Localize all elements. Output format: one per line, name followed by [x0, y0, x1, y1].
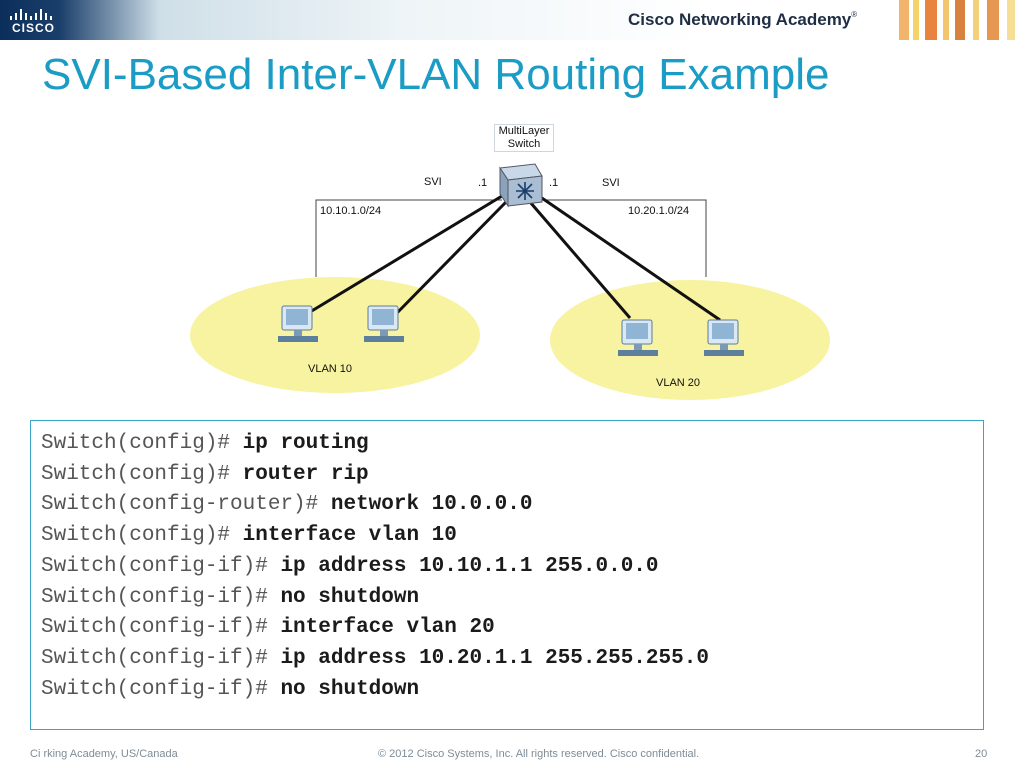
right-subnet-bracket [535, 199, 707, 277]
slide-title: SVI-Based Inter-VLAN Routing Example [42, 50, 830, 99]
config-line: Switch(config)# interface vlan 10 [41, 521, 973, 552]
cisco-wordmark: CISCO [12, 21, 56, 35]
config-line: Switch(config)# ip routing [41, 429, 973, 460]
cli-command: interface vlan 20 [280, 616, 495, 640]
config-line: Switch(config-if)# ip address 10.10.1.1 … [41, 552, 973, 583]
config-line: Switch(config-if)# interface vlan 20 [41, 613, 973, 644]
config-line: Switch(config-router)# network 10.0.0.0 [41, 490, 973, 521]
switch-label: MultiLayer Switch [494, 124, 554, 152]
cli-command: no shutdown [280, 585, 420, 609]
cli-prompt: Switch(config)# [41, 462, 243, 486]
cli-prompt: Switch(config-if)# [41, 646, 281, 670]
cli-command: ip address 10.10.1.1 255.0.0.0 [280, 554, 659, 578]
cli-command: network 10.0.0.0 [330, 493, 533, 517]
brand-mark: ® [851, 10, 858, 19]
cli-command: router rip [242, 462, 369, 486]
cli-prompt: Switch(config-if)# [41, 616, 281, 640]
cli-prompt: Switch(config-if)# [41, 554, 281, 578]
diagram-svg [190, 163, 830, 400]
header-banner: CISCO Cisco Networking Academy® [0, 0, 1024, 40]
left-subnet-bracket [315, 199, 502, 277]
switch-label-line1: MultiLayer [498, 125, 550, 137]
pc-icon [278, 305, 318, 342]
vlan10-area [190, 277, 480, 393]
banner-stripes [895, 0, 1024, 40]
cli-prompt: Switch(config-router)# [41, 493, 331, 517]
cli-command: ip routing [242, 432, 369, 455]
vlan20-label: VLAN 20 [656, 377, 701, 389]
left-svi-label: SVI [424, 176, 442, 188]
page-number: 20 [975, 748, 988, 760]
cli-prompt: Switch(config-if)# [41, 677, 281, 701]
vlan20-area [550, 280, 830, 400]
config-line: Switch(config-if)# ip address 10.20.1.1 … [41, 644, 973, 675]
link-pc2 [393, 200, 508, 317]
cli-command: ip address 10.20.1.1 255.255.255.0 [280, 646, 709, 670]
link-pc4 [535, 192, 721, 322]
network-diagram: MultiLayer Switch SVI .1 .1 SVI 10.10.1.… [190, 120, 840, 420]
link-pc3 [528, 201, 632, 319]
right-subnet-label: 10.20.1.0/24 [628, 205, 690, 217]
config-code-box: Switch(config)# ip routing Switch(config… [30, 420, 984, 730]
cli-prompt: Switch(config-if)# [41, 585, 281, 609]
cisco-logo: CISCO [6, 4, 62, 36]
brand-title: Cisco Networking Academy® [628, 10, 857, 30]
left-subnet-label: 10.10.1.0/24 [320, 205, 382, 217]
footer-copyright: © 2012 Cisco Systems, Inc. All rights re… [378, 748, 700, 760]
config-line: Switch(config)# router rip [41, 460, 973, 491]
cli-prompt: Switch(config)# [41, 432, 243, 455]
switch-label-line2: Switch [507, 138, 541, 150]
right-svi-label: SVI [602, 177, 620, 189]
pc-icon [364, 305, 404, 342]
pc-icon [704, 319, 744, 356]
pc-icon [618, 319, 658, 356]
vlan10-label: VLAN 10 [308, 363, 353, 375]
config-line: Switch(config-if)# no shutdown [41, 583, 973, 614]
link-pc1 [309, 194, 503, 314]
right-interface-label: .1 [549, 177, 559, 189]
cli-command: no shutdown [280, 677, 420, 701]
multilayer-switch-icon [499, 163, 543, 208]
left-interface-label: .1 [478, 177, 488, 189]
cli-command: interface vlan 10 [242, 524, 457, 548]
cisco-bars-icon [8, 6, 60, 20]
footer-left: Ci rking Academy, US/Canada [30, 748, 178, 760]
brand-text: Cisco Networking Academy [628, 10, 852, 29]
config-line: Switch(config-if)# no shutdown [41, 675, 973, 706]
cli-prompt: Switch(config)# [41, 524, 243, 548]
